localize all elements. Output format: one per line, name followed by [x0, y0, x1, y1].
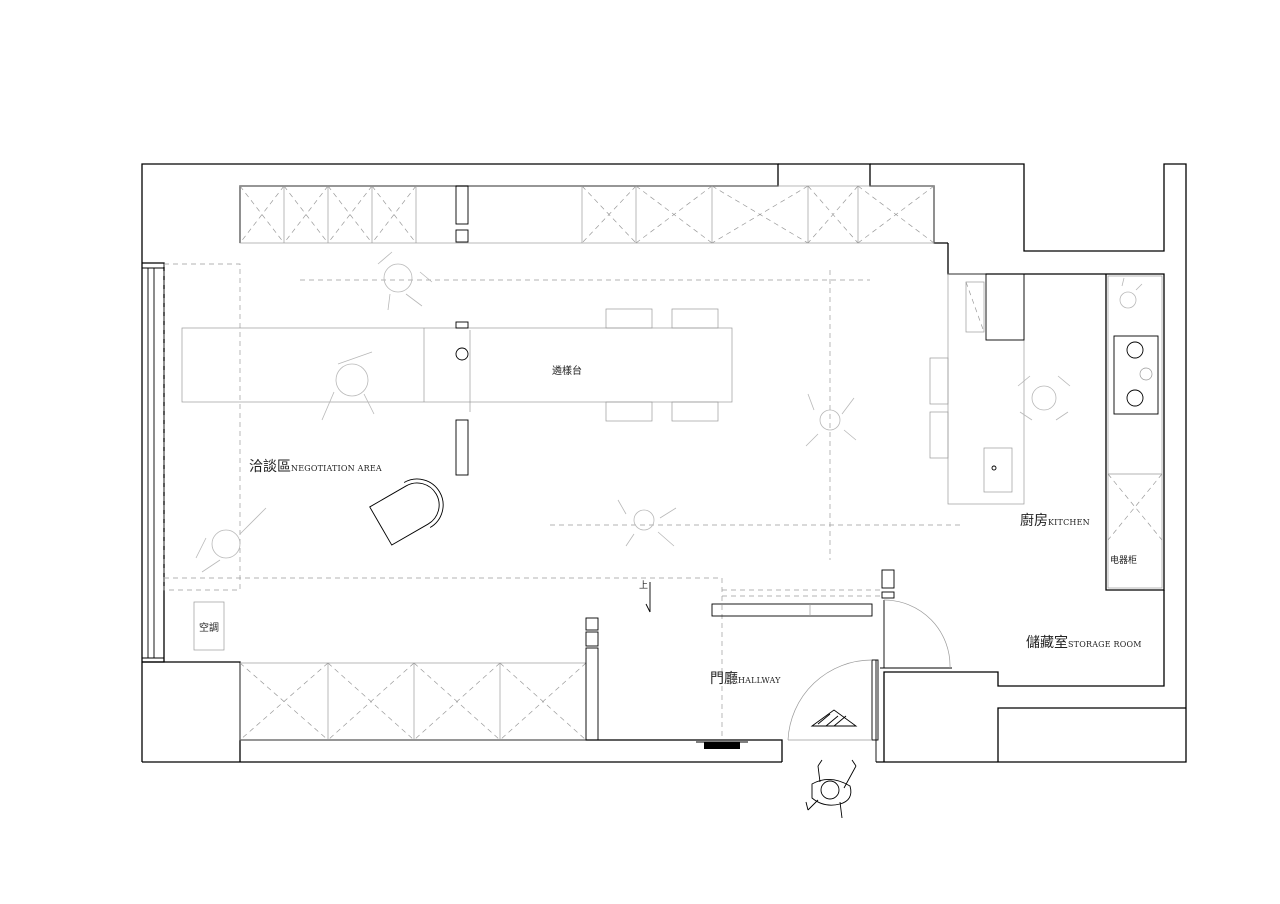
negotiation-area-label: 洽談區NEGOTIATION AREA — [249, 456, 382, 476]
top-cabinets — [239, 185, 935, 244]
hallway-en: HALLWAY — [738, 676, 781, 685]
hallway-label: 門廳HALLWAY — [710, 668, 781, 688]
negotiation-area-zh: 洽談區 — [249, 459, 291, 475]
storage-room-en: STORAGE ROOM — [1068, 640, 1142, 649]
appliance-cabinet-label: 电器柜 — [1110, 556, 1138, 566]
left-window — [142, 267, 164, 659]
aircon-label: 空調 — [199, 623, 219, 634]
display-counter — [181, 308, 733, 476]
kitchen-zh: 廚房 — [1020, 513, 1048, 529]
up-marker-label: 上 — [639, 581, 649, 591]
hallway-zh: 門廳 — [710, 671, 738, 687]
bottom-cabinets — [239, 617, 748, 749]
counter-label: 遴樣台 — [552, 366, 582, 377]
hallway-fixtures — [193, 569, 951, 741]
storage-room-zh: 儲藏室 — [1026, 635, 1068, 651]
kitchen-fixtures — [929, 273, 1163, 589]
lounge-chair — [369, 478, 444, 546]
storage-room-label: 儲藏室STORAGE ROOM — [1026, 632, 1142, 652]
zone-lines — [163, 263, 960, 738]
kitchen-label: 廚房KITCHEN — [1020, 510, 1090, 530]
negotiation-area-en: NEGOTIATION AREA — [291, 464, 382, 473]
people-figures — [195, 251, 1143, 819]
kitchen-en: KITCHEN — [1048, 518, 1090, 527]
